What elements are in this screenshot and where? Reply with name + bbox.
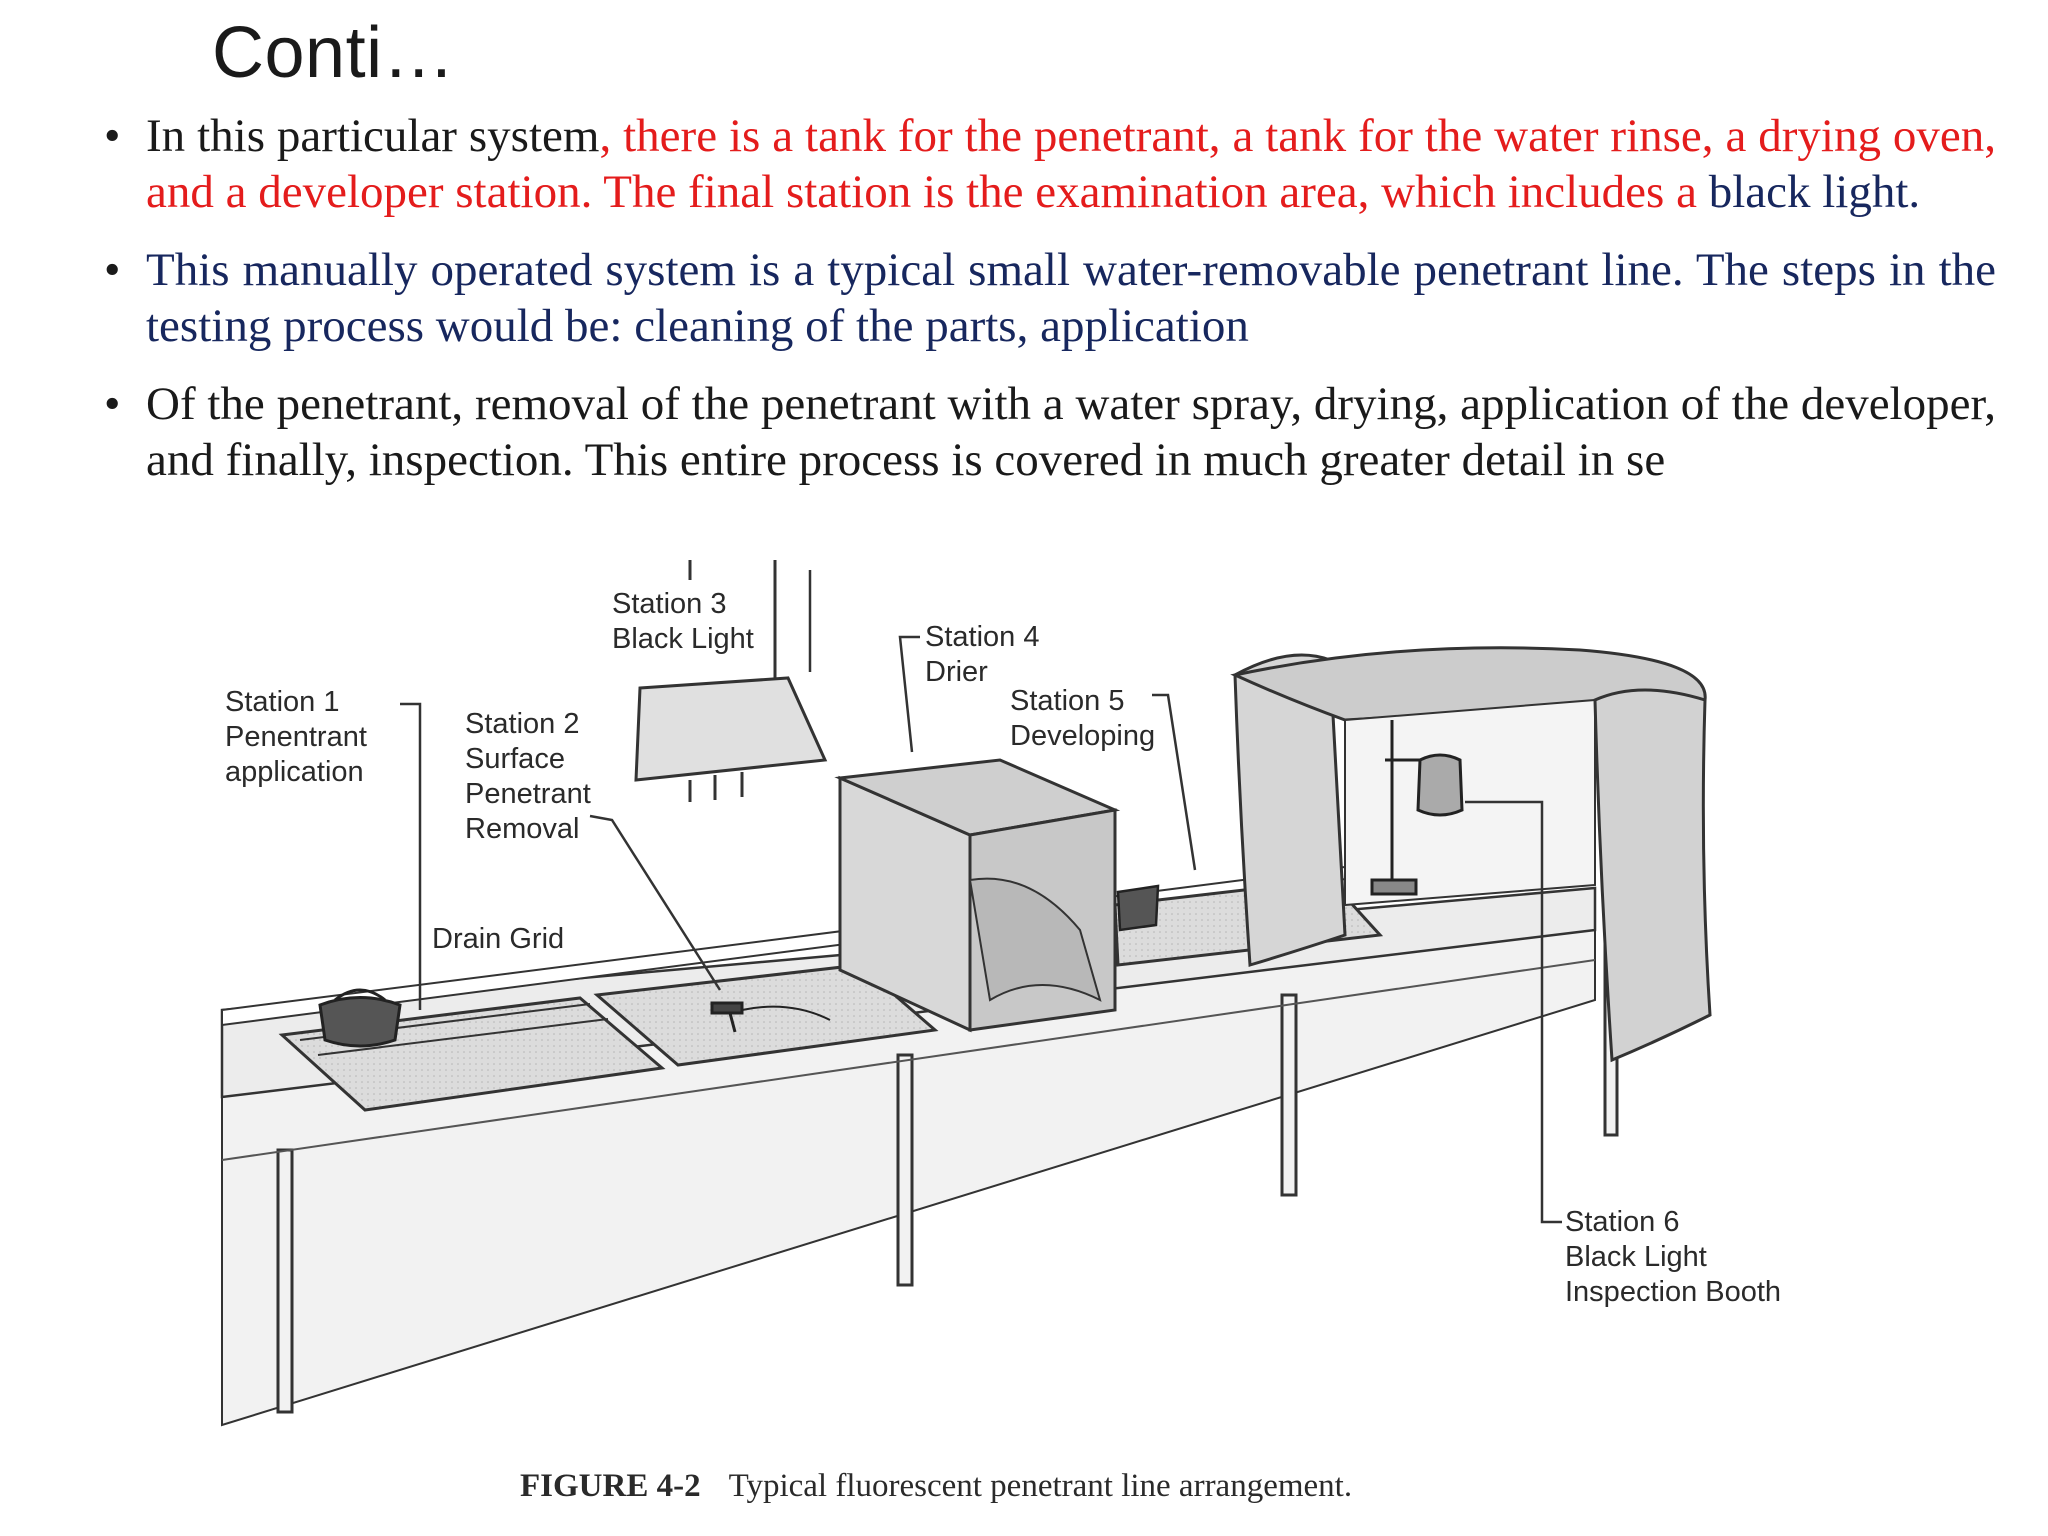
tank-2	[593, 963, 939, 1067]
bullet-1-part-1: In this particular system	[146, 110, 600, 162]
bullet-3: Of the penetrant, removal of the penetra…	[96, 376, 1996, 488]
caption-number: FIGURE 4-2	[520, 1468, 701, 1504]
bullet-1-part-2: , there is a tank for the penetrant, a t…	[146, 110, 1996, 218]
bullet-2-part-1: This manually operated system is a typic…	[146, 244, 1996, 352]
label-drain-grid: Drain Grid	[432, 923, 564, 955]
inspection-lamp-icon	[1370, 720, 1464, 896]
bullet-3-part-1: Of the penetrant, removal of the penetra…	[146, 378, 1996, 486]
booth-right	[1593, 688, 1712, 1063]
bullet-1: In this particular system, there is a ta…	[96, 108, 1996, 220]
caption-text: Typical fluorescent penetrant line arran…	[728, 1468, 1353, 1504]
station-3-lamp	[634, 676, 828, 782]
figure-caption: FIGURE 4-2 Typical fluorescent penetrant …	[520, 1468, 1352, 1505]
bullet-list: In this particular system, there is a ta…	[96, 108, 1996, 488]
bullet-2: This manually operated system is a typic…	[96, 242, 1996, 354]
booth-left	[1233, 653, 1347, 967]
basket-icon	[318, 988, 402, 1048]
slide-title: Conti…	[212, 13, 456, 93]
bullet-1-part-3: black light.	[1708, 166, 1921, 218]
spray-gun-icon	[710, 1001, 831, 1033]
basket-icon-2	[1116, 884, 1160, 932]
